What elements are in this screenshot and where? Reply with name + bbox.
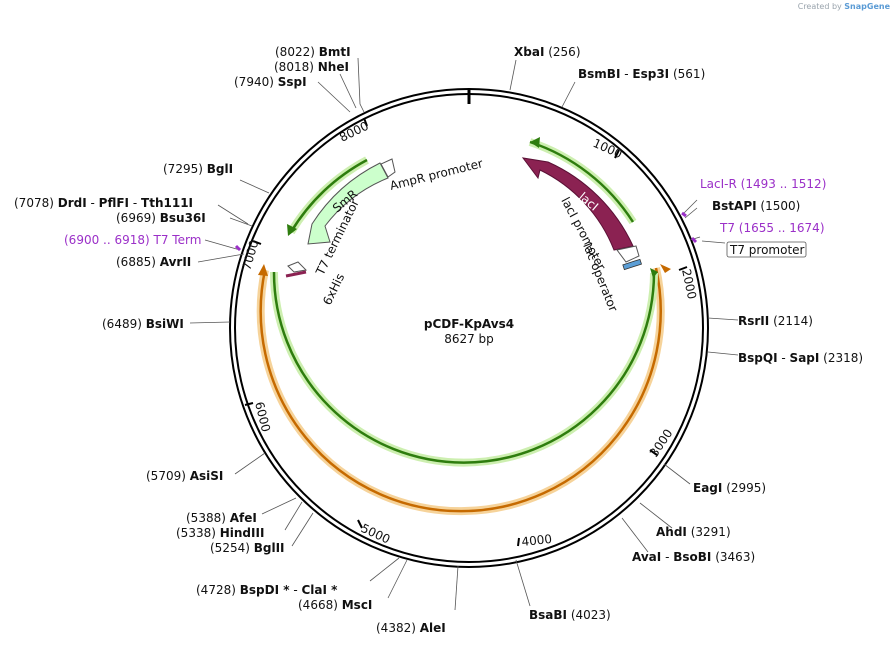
feature-site-marks	[234, 211, 698, 252]
site-alei[interactable]: (4382) AleI	[376, 621, 446, 635]
site-bsu36i[interactable]: (6969) Bsu36I	[116, 211, 206, 225]
site-avai[interactable]: AvaI - BsoBI (3463)	[632, 550, 755, 564]
lac-operator-feature[interactable]	[622, 258, 642, 271]
orf-orange-arc	[259, 267, 662, 513]
site-xbai[interactable]: XbaI (256)	[514, 45, 581, 59]
site-rsrii[interactable]: RsrII (2114)	[738, 314, 813, 328]
site-bstapi[interactable]: BstAPI (1500)	[712, 199, 800, 213]
site-t7[interactable]: T7 (1655 .. 1674)	[719, 221, 825, 235]
site-bspdi[interactable]: (4728) BspDI * - ClaI *	[196, 583, 338, 597]
t7-terminator-feature[interactable]	[287, 261, 308, 273]
ampr-promoter-feature[interactable]	[380, 158, 396, 178]
orf-orange-arrowhead-2	[258, 264, 268, 276]
orf-upper-left-arrowhead	[287, 224, 297, 236]
site-leaders	[189, 57, 739, 611]
site-sspi[interactable]: (7940) SspI	[234, 75, 307, 89]
site-bsiwi[interactable]: (6489) BsiWI	[102, 317, 184, 331]
site-ahdi[interactable]: AhdI (3291)	[656, 525, 731, 539]
position-ticks	[244, 117, 688, 547]
site-drdi[interactable]: (7078) DrdI - PflFI - Tth111I	[14, 196, 193, 210]
site-bglii[interactable]: (5254) BglII	[210, 541, 285, 555]
site-hindiii[interactable]: (5338) HindIII	[176, 526, 264, 540]
laci-feature[interactable]	[521, 157, 634, 251]
site-asisi[interactable]: (5709) AsiSI	[146, 469, 223, 483]
t7-promoter-label: T7 promoter	[729, 243, 805, 257]
site-bsmbi[interactable]: BsmBI - Esp3I (561)	[578, 67, 705, 81]
orf-orange-arrowhead	[660, 264, 671, 273]
ampr-promoter-label: AmpR promoter	[388, 156, 484, 193]
smr-feature[interactable]	[307, 162, 389, 245]
orf-green-arc	[272, 271, 656, 464]
tick-8000: 8000	[337, 119, 371, 145]
orf-orange-glow	[256, 267, 665, 516]
site-bmti[interactable]: (8022) BmtI	[275, 45, 351, 59]
t7-promoter-box[interactable]	[726, 241, 807, 258]
tick-labels: 1000 2000 3000 4000 5000 6000 7000 8000	[239, 119, 699, 549]
site-eagi[interactable]: EagI (2995)	[693, 481, 766, 495]
site-t7-term[interactable]: (6900 .. 6918) T7 Term	[64, 233, 201, 247]
site-bspqi[interactable]: BspQI - SapI (2318)	[738, 351, 863, 365]
snapgene-credit: Created by SnapGene	[798, 2, 890, 11]
site-bgli[interactable]: (7295) BglI	[163, 162, 233, 176]
site-avrii[interactable]: (6885) AvrII	[116, 255, 191, 269]
orf-green-arrowhead	[650, 268, 658, 278]
his6-feature[interactable]	[285, 270, 307, 278]
credit-prefix: Created by	[797, 2, 842, 11]
site-msci[interactable]: (4668) MscI	[298, 598, 372, 612]
enzyme-labels: (8022) BmtI (8018) NheI (7940) SspI XbaI…	[14, 45, 863, 635]
site-laci-r[interactable]: LacI-R (1493 .. 1512)	[700, 177, 826, 191]
snapgene-logo: SnapGene	[844, 2, 890, 11]
site-nhei[interactable]: (8018) NheI	[274, 60, 349, 74]
tick-6000: 6000	[252, 400, 273, 433]
orf-upper-right-arrowhead	[530, 137, 540, 148]
tick-4000: 4000	[521, 532, 553, 549]
plasmid-name: pCDF-KpAvs4	[424, 317, 514, 331]
site-bsabi[interactable]: BsaBI (4023)	[529, 608, 611, 622]
tick-7000: 7000	[239, 239, 261, 272]
orf-upper-left-arc	[289, 158, 368, 233]
orf-upper-right-arc	[529, 140, 635, 223]
site-afei[interactable]: (5388) AfeI	[186, 511, 257, 525]
tick-2000: 2000	[679, 268, 699, 301]
laci-promoter-feature[interactable]	[616, 245, 640, 263]
plasmid-size: 8627 bp	[444, 332, 494, 346]
